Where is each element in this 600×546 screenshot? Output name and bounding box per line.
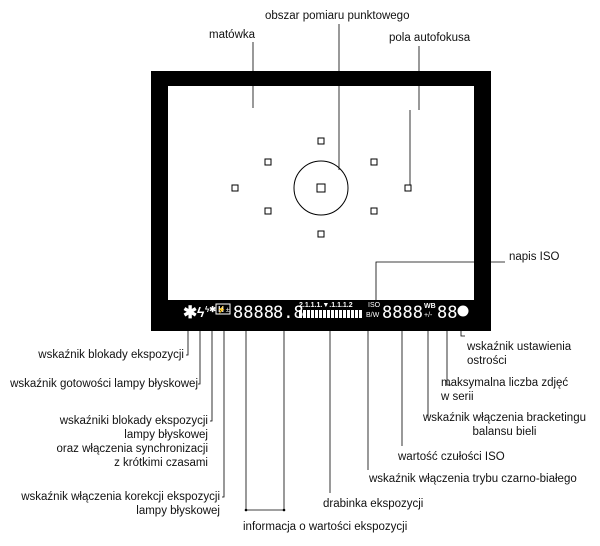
flash-comp-icon: ⚡± [217,305,230,314]
iso-digits: 8888 [382,303,423,323]
label-wb-bracket-line: wskaźnik włączenia bracketingu [423,412,586,424]
aperture-digits: 8.8 [273,303,304,323]
label-focusing-screen: matówka [209,29,256,41]
burst-digits: 88 [437,303,457,323]
leader-dots [244,508,286,512]
wb-sign: +/- [424,312,433,319]
label-max-burst-line: w serii [441,391,474,403]
af-point [317,230,325,238]
label-wb-bracket: wskaźnik włączenia bracketingu balansu b… [423,411,586,439]
af-point [231,184,239,192]
lcd-strip: ✱ ϟ ϟ✱ H ⚡± 8888 8.8 2.1.1.1.▼.1.1.1.2 I… [183,302,469,323]
bw-tag: B/W [366,312,380,319]
label-focus-conf: wskaźnik ustawienia ostrości [467,340,571,368]
label-flash-comp: wskaźnik włączenia korekcji ekspozycji l… [21,490,220,518]
flash-ready-icon: ϟ [197,304,205,320]
label-wb-bracket-line: balansu bieli [472,426,537,438]
iso-tag: ISO [368,302,381,309]
af-point [317,137,325,145]
viewfinder-frame [151,71,491,331]
label-exposure-scale: drabinka ekspozycji [323,498,424,510]
af-point [370,207,378,215]
focus-confirmation-dot [457,305,469,317]
label-iso-value: wartość czułości ISO [398,451,505,463]
label-focus-conf-line: wskaźnik ustawienia [467,341,572,353]
flash-comp-box [215,303,231,315]
af-point [370,158,378,166]
label-fe-lock-line: oraz włączenia synchronizacji [56,443,208,455]
label-iso-caption: napis ISO [509,251,560,263]
leader-lines [186,24,505,511]
exposure-scale-text: 2.1.1.1.▼.1.1.1.2 [299,302,353,309]
label-flash-ready: wskaźnik gotowości lampy błyskowej [10,378,198,390]
af-point [404,184,412,192]
shutter-digits: 8888 [233,303,274,323]
fe-lock-icon: ϟ✱ H [205,305,224,314]
af-points [231,137,412,238]
label-focus-conf-line: ostrości [467,355,507,367]
af-point [264,207,272,215]
af-point [264,158,272,166]
label-bw-mode: wskaźnik włączenia trybu czarno-białego [369,473,577,485]
ae-lock-icon: ✱ [183,303,197,322]
label-max-burst-line: maksymalna liczba zdjęć [441,377,569,389]
label-fe-lock-line: wskaźniki blokady ekspozycji [59,415,208,427]
label-ae-lock: wskaźnik blokady ekspozycji [38,349,184,361]
label-flash-comp-line: wskaźnik włączenia korekcji ekspozycji [21,491,220,503]
label-max-burst: maksymalna liczba zdjęć w serii [441,376,568,404]
label-af-points: pola autofokusa [389,32,471,44]
label-spot-area: obszar pomiaru punktowego [265,10,410,22]
label-fe-lock-line: lampy błyskowej [124,429,208,441]
label-fe-lock-line: z krótkimi czasami [114,457,208,469]
label-exposure-info: informacja o wartości ekspozycji [243,521,408,533]
af-point-center [316,183,326,193]
spot-metering-circle [293,160,349,216]
exposure-scale-bars [299,310,362,318]
wb-tag: WB [424,303,436,310]
label-flash-comp-line: lampy błyskowej [136,505,220,517]
label-fe-lock: wskaźniki blokady ekspozycji lampy błysk… [57,414,208,470]
